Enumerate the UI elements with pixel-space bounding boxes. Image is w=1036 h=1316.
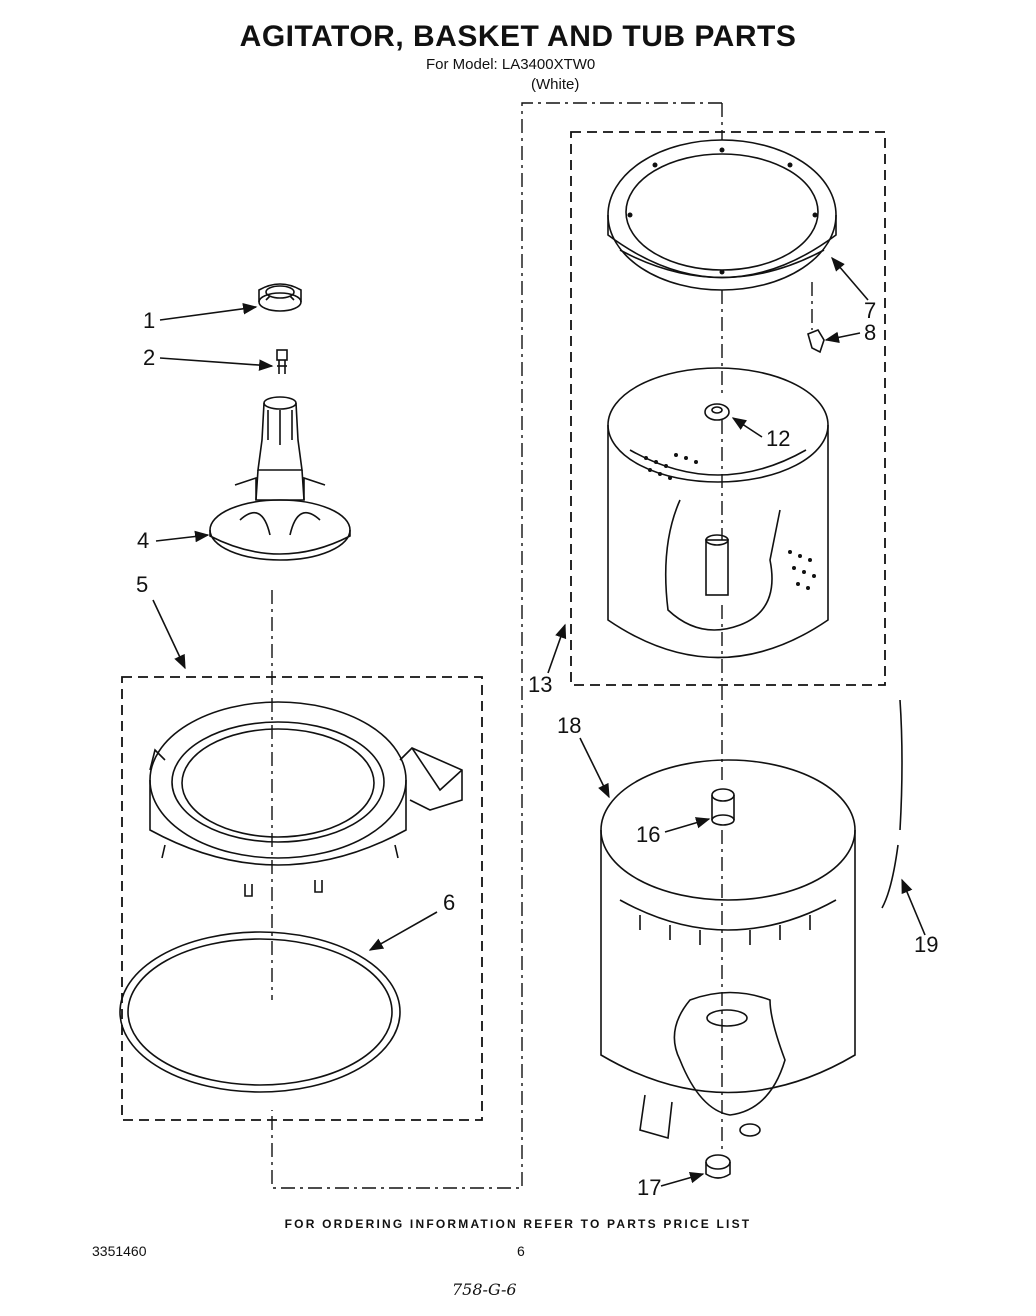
part-4-agitator <box>209 396 351 561</box>
callout-19: 19 <box>914 932 938 957</box>
handwritten-note: 758-G-6 <box>452 1280 517 1299</box>
document-number: 3351460 <box>92 1243 147 1259</box>
ordering-note: FOR ORDERING INFORMATION REFER TO PARTS … <box>284 1217 752 1231</box>
group-box-13 <box>570 131 886 686</box>
callout-18: 18 <box>557 713 581 738</box>
part-18-outer-tub <box>600 759 856 1140</box>
page-title: AGITATOR, BASKET AND TUB PARTS <box>239 20 797 53</box>
part-17-bearing <box>705 1154 731 1179</box>
model-line: For Model: LA3400XTW0 <box>426 56 596 73</box>
part-12-drive-nut <box>704 403 730 421</box>
part-1-agitator-cap <box>258 283 302 312</box>
part-19-hose <box>881 699 903 909</box>
group-box-5 <box>121 676 483 1121</box>
part-16-coupling <box>711 788 735 826</box>
part-8-clip <box>807 329 825 354</box>
part-5-tub-ring <box>149 701 463 897</box>
callout-13: 13 <box>528 672 552 697</box>
callout-leaders <box>152 256 926 1187</box>
callout-1: 1 <box>143 308 155 333</box>
part-6-ring-seal <box>119 931 401 1093</box>
assembly-connection-lines <box>271 102 813 1189</box>
part-7-balance-ring <box>607 139 837 291</box>
callout-5: 5 <box>136 572 148 597</box>
part-13-spin-basket <box>607 367 829 659</box>
part-2-bolt <box>276 349 288 374</box>
callout-2: 2 <box>143 345 155 370</box>
callout-17: 17 <box>637 1175 661 1200</box>
callout-4: 4 <box>137 528 149 553</box>
callout-7: 7 <box>864 298 876 323</box>
callout-16: 16 <box>636 822 660 847</box>
color-line: (White) <box>531 76 580 93</box>
callout-6: 6 <box>443 890 455 915</box>
callout-8: 8 <box>864 320 876 345</box>
callout-12: 12 <box>766 426 790 451</box>
page-number: 6 <box>517 1243 525 1259</box>
